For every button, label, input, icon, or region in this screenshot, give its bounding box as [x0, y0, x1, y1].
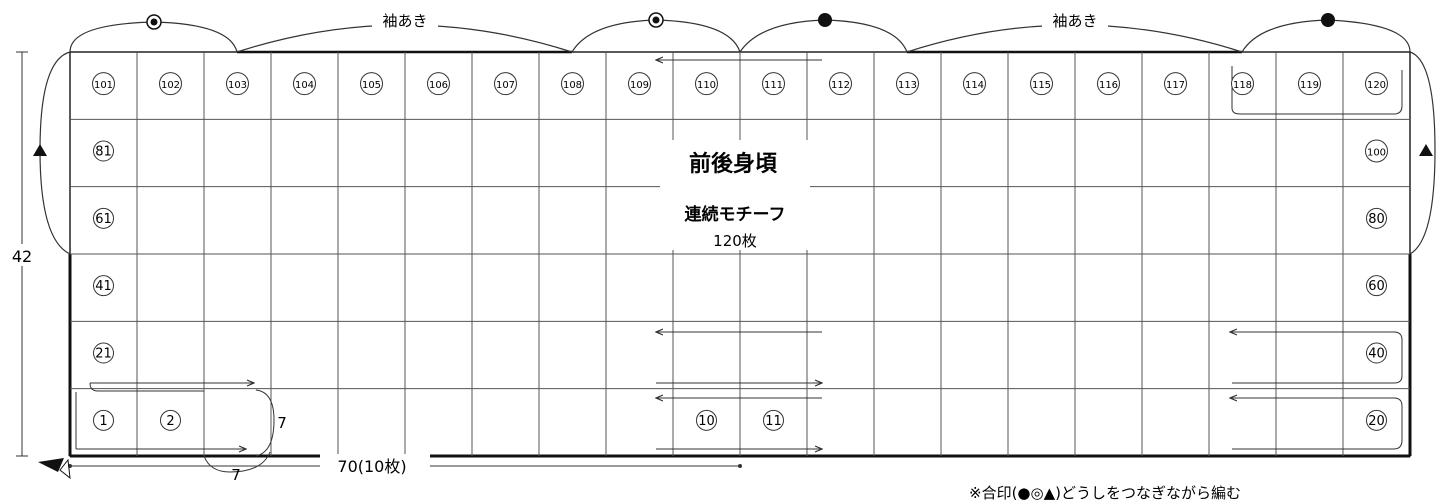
motif-number: 110 — [695, 72, 718, 96]
motif-number: 114 — [963, 72, 986, 96]
motif-number: 1 — [93, 409, 114, 431]
motif-number-text: 40 — [1368, 347, 1385, 362]
motif-number-text: 118 — [1233, 80, 1252, 91]
mark-circle-dot-1 — [146, 14, 162, 30]
mark-filled-circle-1 — [818, 13, 832, 27]
motif-number: 61 — [93, 207, 114, 229]
motif-number: 106 — [427, 72, 450, 96]
mark-triangle-right — [1419, 144, 1433, 156]
motif-number-text: 109 — [630, 80, 649, 91]
motif-number: 111 — [762, 72, 785, 96]
mark-circle-dot-2 — [648, 12, 664, 28]
motif-number-text: 119 — [1300, 80, 1319, 91]
motif-number-text: 108 — [563, 80, 582, 91]
motif-number: 112 — [829, 72, 852, 96]
motif-number-text: 100 — [1367, 148, 1386, 159]
motif-number-text: 101 — [94, 80, 113, 91]
motif-size-label-horizontal: 7 — [231, 466, 241, 484]
motif-number-text: 20 — [1368, 414, 1385, 429]
motif-number: 108 — [561, 72, 584, 96]
motif-number: 117 — [1164, 72, 1187, 96]
grid-lines — [70, 52, 1410, 456]
motif-number-text: 81 — [95, 145, 112, 160]
motif-size-bracket-vertical — [255, 389, 275, 457]
motif-number-text: 61 — [95, 212, 112, 227]
motif-number: 120 — [1365, 72, 1388, 96]
motif-number-text: 116 — [1099, 80, 1118, 91]
sleeve-label-left: 袖あき — [382, 12, 427, 30]
motif-number: 2 — [160, 409, 181, 431]
motif-number: 11 — [763, 409, 784, 431]
mark-triangle-left — [33, 144, 47, 156]
motif-number-text: 111 — [764, 80, 783, 91]
motif-number: 109 — [628, 72, 651, 96]
motif-number-text: 115 — [1032, 80, 1051, 91]
motif-number: 116 — [1097, 72, 1120, 96]
diagram-title: 前後身頃 — [689, 151, 778, 177]
motif-size-bracket-horizontal — [203, 451, 271, 473]
motif-number: 118 — [1231, 72, 1254, 96]
motif-number: 41 — [93, 275, 114, 297]
width-label: 70(10枚) — [337, 457, 406, 476]
motif-number-text: 2 — [166, 414, 174, 429]
motif-number-text: 10 — [698, 414, 715, 429]
motif-number-text: 103 — [228, 80, 247, 91]
height-label: 42 — [12, 247, 32, 266]
motif-number: 60 — [1366, 275, 1387, 297]
motif-number-text: 21 — [95, 347, 112, 362]
motif-count: 120枚 — [713, 232, 757, 250]
motif-number-text: 117 — [1166, 80, 1185, 91]
mark-filled-circle-2 — [1321, 13, 1335, 27]
motif-number: 113 — [896, 72, 919, 96]
motif-number: 107 — [494, 72, 517, 96]
motif-number: 81 — [93, 140, 114, 162]
start-triangle-icon — [59, 458, 71, 480]
diagram-subtitle: 連続モチーフ — [685, 204, 786, 225]
motif-number-text: 113 — [898, 80, 917, 91]
motif-number: 105 — [360, 72, 383, 96]
motif-number-text: 120 — [1367, 80, 1386, 91]
motif-number: 104 — [293, 72, 316, 96]
motif-number-text: 41 — [95, 279, 112, 294]
start-arrow-icon — [38, 458, 64, 472]
motif-number: 20 — [1366, 409, 1387, 431]
motif-number-text: 110 — [697, 80, 716, 91]
side-arc-right — [1409, 51, 1436, 255]
motif-number-text: 80 — [1368, 212, 1385, 227]
motif-number-text: 106 — [429, 80, 448, 91]
motif-number-text: 105 — [362, 80, 381, 91]
motif-number-text: 112 — [831, 80, 850, 91]
motif-number-text: 60 — [1368, 279, 1385, 294]
motif-number: 102 — [159, 72, 182, 96]
motif-number: 103 — [226, 72, 249, 96]
motif-size-label-vertical: 7 — [277, 414, 287, 432]
motif-number-text: 114 — [965, 80, 984, 91]
motif-number: 80 — [1366, 207, 1387, 229]
motif-number-text: 107 — [496, 80, 515, 91]
motif-number: 21 — [93, 342, 114, 364]
sleeve-label-right: 袖あき — [1052, 12, 1097, 30]
motif-number: 40 — [1366, 342, 1387, 364]
motif-number-text: 11 — [765, 414, 782, 429]
motif-number: 100 — [1365, 139, 1388, 163]
motif-number: 115 — [1030, 72, 1053, 96]
motif-number-text: 104 — [295, 80, 314, 91]
joining-note: ※合印(●◎▲)どうしをつなぎながら編む — [969, 484, 1241, 502]
motif-number: 101 — [92, 72, 115, 96]
motif-number-text: 1 — [99, 414, 107, 429]
join-direction-arrows — [75, 60, 1403, 449]
motif-number: 10 — [696, 409, 717, 431]
motif-number: 119 — [1298, 72, 1321, 96]
motif-number-text: 102 — [161, 80, 180, 91]
